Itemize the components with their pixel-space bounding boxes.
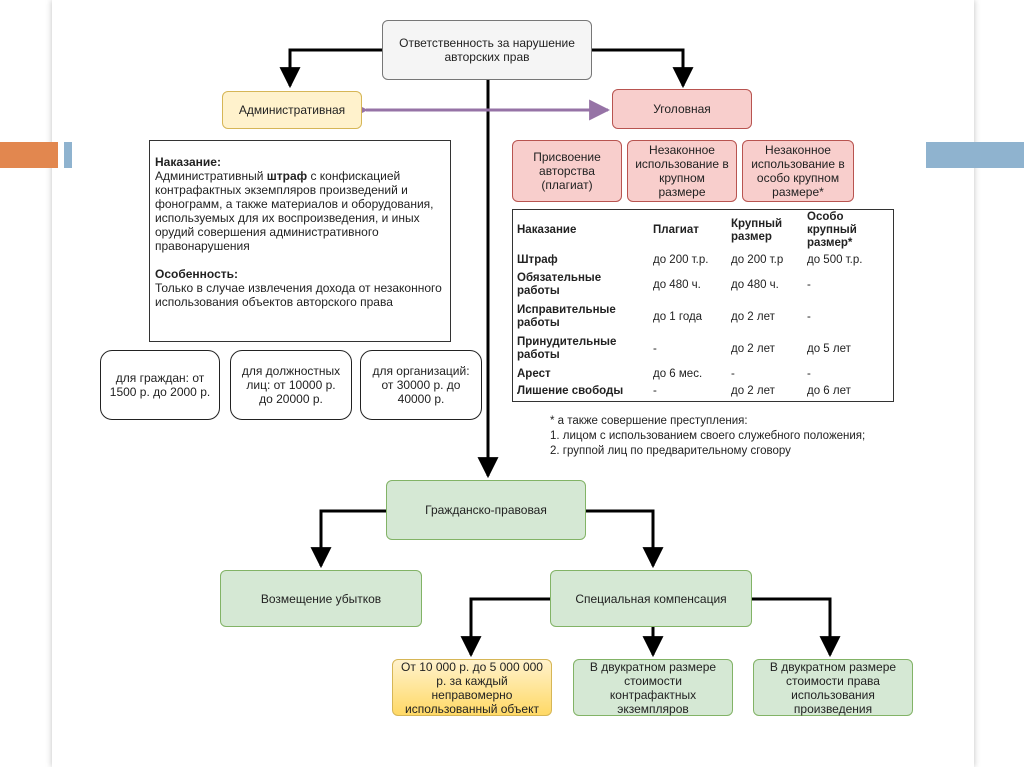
criminal-label: Уголовная xyxy=(653,102,711,116)
admin-feature-text: Только в случае извлечения дохода от нез… xyxy=(155,281,442,309)
damages-node: Возмещение убытков xyxy=(220,570,422,627)
deco-stripe-right-blue xyxy=(926,142,1024,168)
table-header: Плагиат xyxy=(653,224,699,236)
edge-civil-damages xyxy=(310,509,386,569)
admin-label: Административная xyxy=(238,103,346,117)
edge-civil-compensation xyxy=(586,509,664,569)
admin-feature-title: Особенность: xyxy=(155,267,239,281)
fine-citizens: для граждан: от 1500 р. до 2000 р. xyxy=(100,350,220,420)
table-header-row: Наказание Плагиат Крупный размер Особо к… xyxy=(513,210,894,252)
table-header: Наказание xyxy=(517,224,577,236)
edge-comp-option3 xyxy=(752,597,841,658)
compensation-option-per-object: От 10 000 р. до 5 000 000 р. за каждый н… xyxy=(392,659,552,716)
table-row: Принудительные работы - до 2 лет до 5 ле… xyxy=(517,336,851,361)
admin-node: Административная xyxy=(222,91,362,129)
compensation-option-double-copies: В двукратном размере стоимости контрафак… xyxy=(573,659,733,716)
root-node: Ответственность за нарушение авторских п… xyxy=(382,20,592,80)
criminal-footnote: * а также совершение преступления: 1. ли… xyxy=(550,415,866,457)
fine-officials: для должностных лиц: от 10000 р. до 2000… xyxy=(230,350,352,420)
fine-organizations: для организаций: от 30000 р. до 40000 р. xyxy=(360,350,482,420)
table-row: Исправительные работы до 1 года до 2 лет… xyxy=(517,304,811,329)
criminal-type-very-large: Незаконное использование в особо крупном… xyxy=(742,140,854,202)
table-row: Лишение свободы - до 2 лет до 6 лет xyxy=(517,385,851,398)
compensation-option-double-rights: В двукратном размере стоимости права исп… xyxy=(753,659,913,716)
table-header: Крупный размер xyxy=(731,217,783,243)
root-label: Ответственность за нарушение авторских п… xyxy=(399,36,575,64)
criminal-node: Уголовная xyxy=(612,89,752,129)
edge-root-criminal xyxy=(592,48,694,89)
admin-punishment-text: Административный штраф с конфискацией ко… xyxy=(155,169,434,253)
admin-details-box: Наказание: Административный штраф с конф… xyxy=(149,140,451,342)
table-row: Штраф до 200 т.р. до 200 т.р до 500 т.р. xyxy=(517,253,863,266)
deco-stripe-left-blue xyxy=(64,142,72,168)
deco-stripe-left-orange xyxy=(0,142,58,168)
admin-punishment-title: Наказание: xyxy=(155,155,221,169)
compensation-node: Специальная компенсация xyxy=(550,570,752,627)
civil-node: Гражданско-правовая xyxy=(386,480,586,540)
criminal-type-plagiarism: Присвоение авторства (плагиат) xyxy=(512,140,622,202)
criminal-type-large: Незаконное использование в крупном разме… xyxy=(627,140,737,202)
criminal-penalty-table: Наказание Плагиат Крупный размер Особо к… xyxy=(512,209,894,402)
edge-comp-option1 xyxy=(460,597,550,658)
table-row: Обязательные работы до 480 ч. до 480 ч. … xyxy=(517,272,811,297)
edge-root-admin xyxy=(279,48,382,89)
table-row: Арест до 6 мес. - - xyxy=(517,367,811,380)
table-header: Особо крупный размер* xyxy=(807,211,857,249)
civil-label: Гражданско-правовая xyxy=(425,503,547,517)
